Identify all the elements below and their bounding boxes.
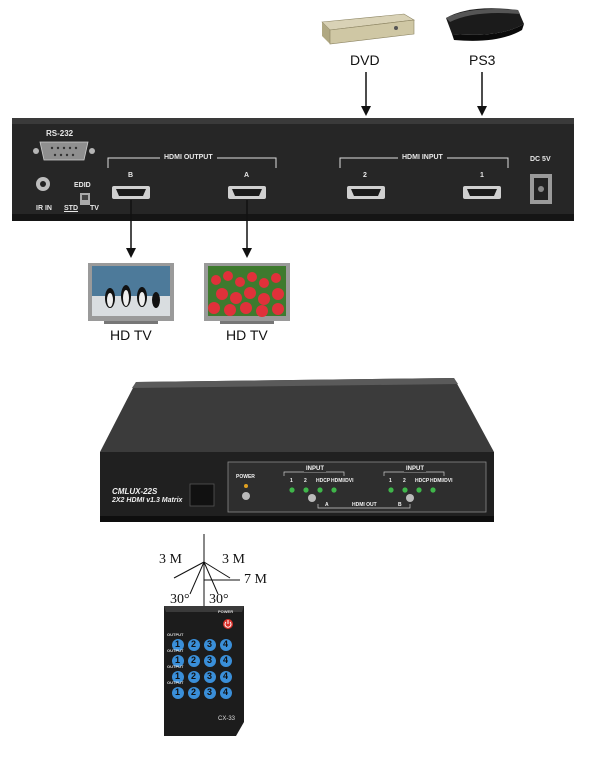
- num1-label: 1: [290, 478, 293, 484]
- remote-row-label: OUTPUT: [167, 632, 184, 637]
- remote-button-label: 1: [175, 671, 181, 681]
- input-b-label: INPUT: [404, 466, 426, 472]
- remote-button-label: 1: [175, 655, 181, 665]
- hdmi-dvi-label: HDMI/DVI: [331, 478, 354, 484]
- num2b-label: 2: [403, 478, 406, 484]
- remote-button-label: 2: [191, 639, 197, 649]
- tv-label: TV: [90, 205, 99, 212]
- remote-button-label: 2: [191, 655, 197, 665]
- num2-label: 2: [304, 478, 307, 484]
- dc-label: DC 5V: [530, 156, 551, 163]
- out-b-label: B: [398, 502, 402, 508]
- status-led-icon: [289, 487, 295, 493]
- hdcp-b-label: HDCP: [415, 478, 430, 484]
- rs232-label: RS-232: [46, 129, 74, 138]
- out-a-label: A: [325, 502, 329, 508]
- output-a-label: A: [244, 172, 250, 179]
- ps3-label: PS3: [469, 52, 496, 68]
- range-right-label: 3 M: [222, 552, 245, 567]
- remote-row-label: OUTPUT: [167, 648, 184, 653]
- input-a-label: INPUT: [304, 466, 326, 472]
- hd-tv-right-label: HD TV: [226, 327, 268, 343]
- hd-tv-left-label: HD TV: [110, 327, 152, 343]
- remote-button-label: 3: [207, 655, 213, 665]
- angle-left-label: 30°: [170, 592, 190, 607]
- edid-label: EDID: [74, 182, 91, 189]
- std-label: STD: [64, 205, 78, 212]
- range-distance-label: 7 M: [244, 572, 267, 587]
- ir-in-label: IR IN: [36, 205, 52, 212]
- status-led-icon: [416, 487, 422, 493]
- remote-row-label: OUTPUT: [167, 680, 184, 685]
- remote-button-label: 3: [207, 639, 213, 649]
- remote-button-label: 3: [207, 687, 213, 697]
- status-led-icon: [402, 487, 408, 493]
- hdmi-output-label: HDMI OUTPUT: [160, 154, 217, 161]
- remote-button-label: 2: [191, 671, 197, 681]
- angle-right-label: 30°: [209, 592, 229, 607]
- hdmi-dvi-b-label: HDMI/DVI: [430, 478, 453, 484]
- output-b-label: B: [128, 172, 134, 179]
- hdmi-input-label: HDMI INPUT: [398, 154, 447, 161]
- remote-model-label: CX-33: [218, 716, 236, 722]
- remote-button-label: 4: [223, 687, 229, 697]
- input-2-label: 2: [363, 172, 367, 179]
- num1b-label: 1: [389, 478, 392, 484]
- remote-row-label: OUTPUT: [167, 664, 184, 669]
- remote-button-label: 1: [175, 687, 181, 697]
- model-label: CMLUX-22S: [112, 487, 158, 496]
- remote-button-label: 4: [223, 639, 229, 649]
- remote-button-label: 2: [191, 687, 197, 697]
- dvd-label: DVD: [350, 52, 380, 68]
- input-1-label: 1: [480, 172, 484, 179]
- hdmi-out-label: HDMI OUT: [352, 502, 377, 508]
- status-led-icon: [303, 487, 309, 493]
- remote-button-label: 4: [223, 671, 229, 681]
- remote-power-label: POWER: [218, 609, 234, 614]
- status-led-icon: [388, 487, 394, 493]
- range-left-label: 3 M: [159, 552, 182, 567]
- subtitle-label: 2X2 HDMI v1.3 Matrix: [112, 497, 183, 504]
- remote-button-label: 4: [223, 655, 229, 665]
- status-led-icon: [317, 487, 323, 493]
- remote-button-label: 1: [175, 639, 181, 649]
- status-led-icon: [331, 487, 337, 493]
- power-label: POWER: [236, 474, 255, 480]
- hdcp-label: HDCP: [316, 478, 331, 484]
- status-led-icon: [430, 487, 436, 493]
- remote-button-label: 3: [207, 671, 213, 681]
